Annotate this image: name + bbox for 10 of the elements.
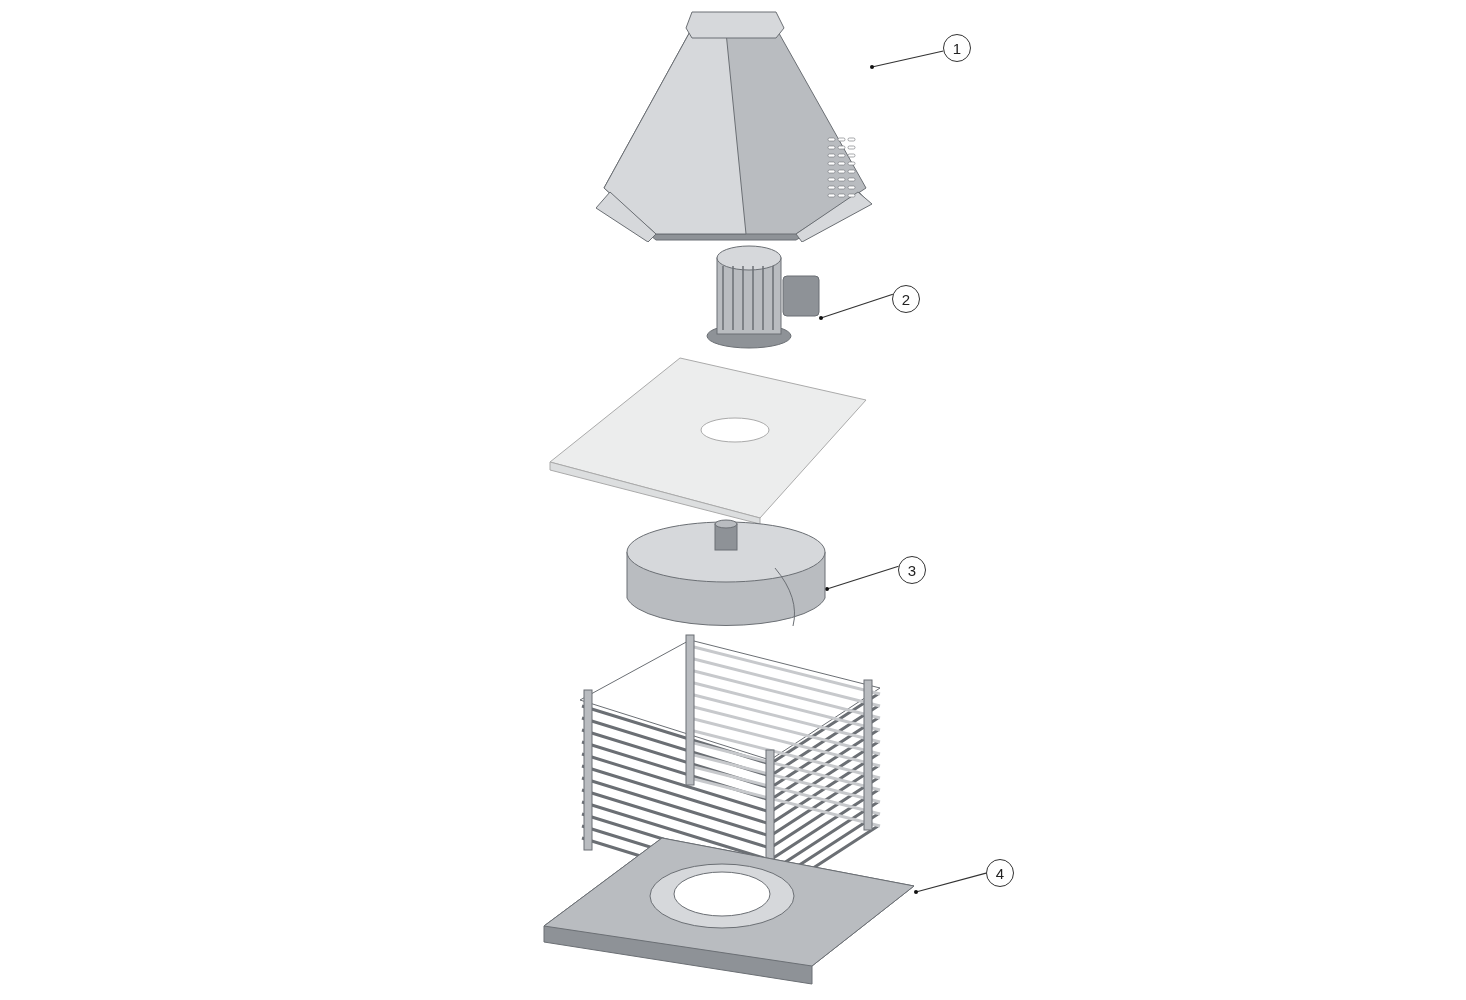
callout-number: 2: [892, 285, 920, 313]
leader-line: [819, 293, 894, 320]
leader-line: [870, 50, 944, 69]
callout-number: 4: [986, 859, 1014, 887]
leader-line: [825, 565, 900, 591]
callout-number: 1: [943, 34, 971, 62]
hood-drawing: [596, 8, 872, 242]
base-plate-drawing: [542, 836, 916, 986]
callout-number: 3: [898, 556, 926, 584]
leader-line: [914, 872, 987, 894]
